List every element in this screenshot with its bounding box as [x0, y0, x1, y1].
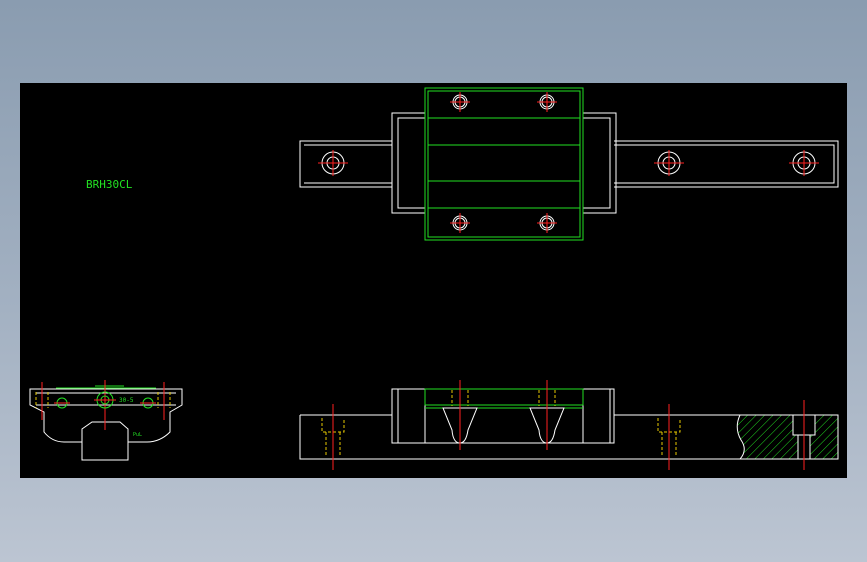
rail-left-edges: [304, 144, 392, 184]
rail-left-top: [299, 140, 393, 188]
end-seal-right-inner: [582, 117, 611, 209]
side-seal-left: [397, 388, 426, 444]
end-view-center-hole: [94, 391, 116, 409]
block-hole: [537, 92, 557, 112]
cad-viewport[interactable]: BRH30CL: [20, 83, 847, 478]
block-hole: [450, 213, 470, 233]
end-view-hole: [140, 397, 156, 409]
block-hole: [450, 92, 470, 112]
end-view: 30-5 PuL: [29, 380, 183, 461]
dim-label: 30-5: [119, 397, 134, 404]
note-label: PuL: [133, 432, 142, 438]
rail-hole: [654, 150, 684, 176]
side-block-top: [424, 388, 584, 406]
cad-drawing: BRH30CL: [29, 87, 839, 470]
end-view-top-seal: [56, 385, 156, 389]
side-hidden-bolts: [451, 390, 556, 406]
rail-right-top: [614, 140, 839, 188]
block-hole: [537, 213, 557, 233]
end-view-centerlines: [41, 380, 165, 430]
side-view: [299, 380, 839, 470]
rail-hole: [318, 150, 348, 176]
section-hatch: [736, 414, 839, 460]
end-view-carriage: [29, 388, 183, 443]
end-seal-right: [582, 112, 617, 214]
end-view-hidden: [35, 392, 171, 408]
end-view-hole: [54, 397, 70, 409]
rail-hole: [789, 150, 819, 176]
side-seal-right: [582, 388, 611, 444]
rail-right-edges: [614, 144, 835, 184]
carriage-block: [424, 87, 584, 241]
top-view: [299, 87, 839, 241]
end-view-rail: [81, 429, 129, 461]
end-seal-left: [391, 112, 426, 214]
end-seal-left-inner: [397, 117, 426, 209]
carriage-block-inner: [427, 90, 581, 238]
part-label: BRH30CL: [86, 178, 133, 191]
side-centerlines: [459, 380, 548, 450]
